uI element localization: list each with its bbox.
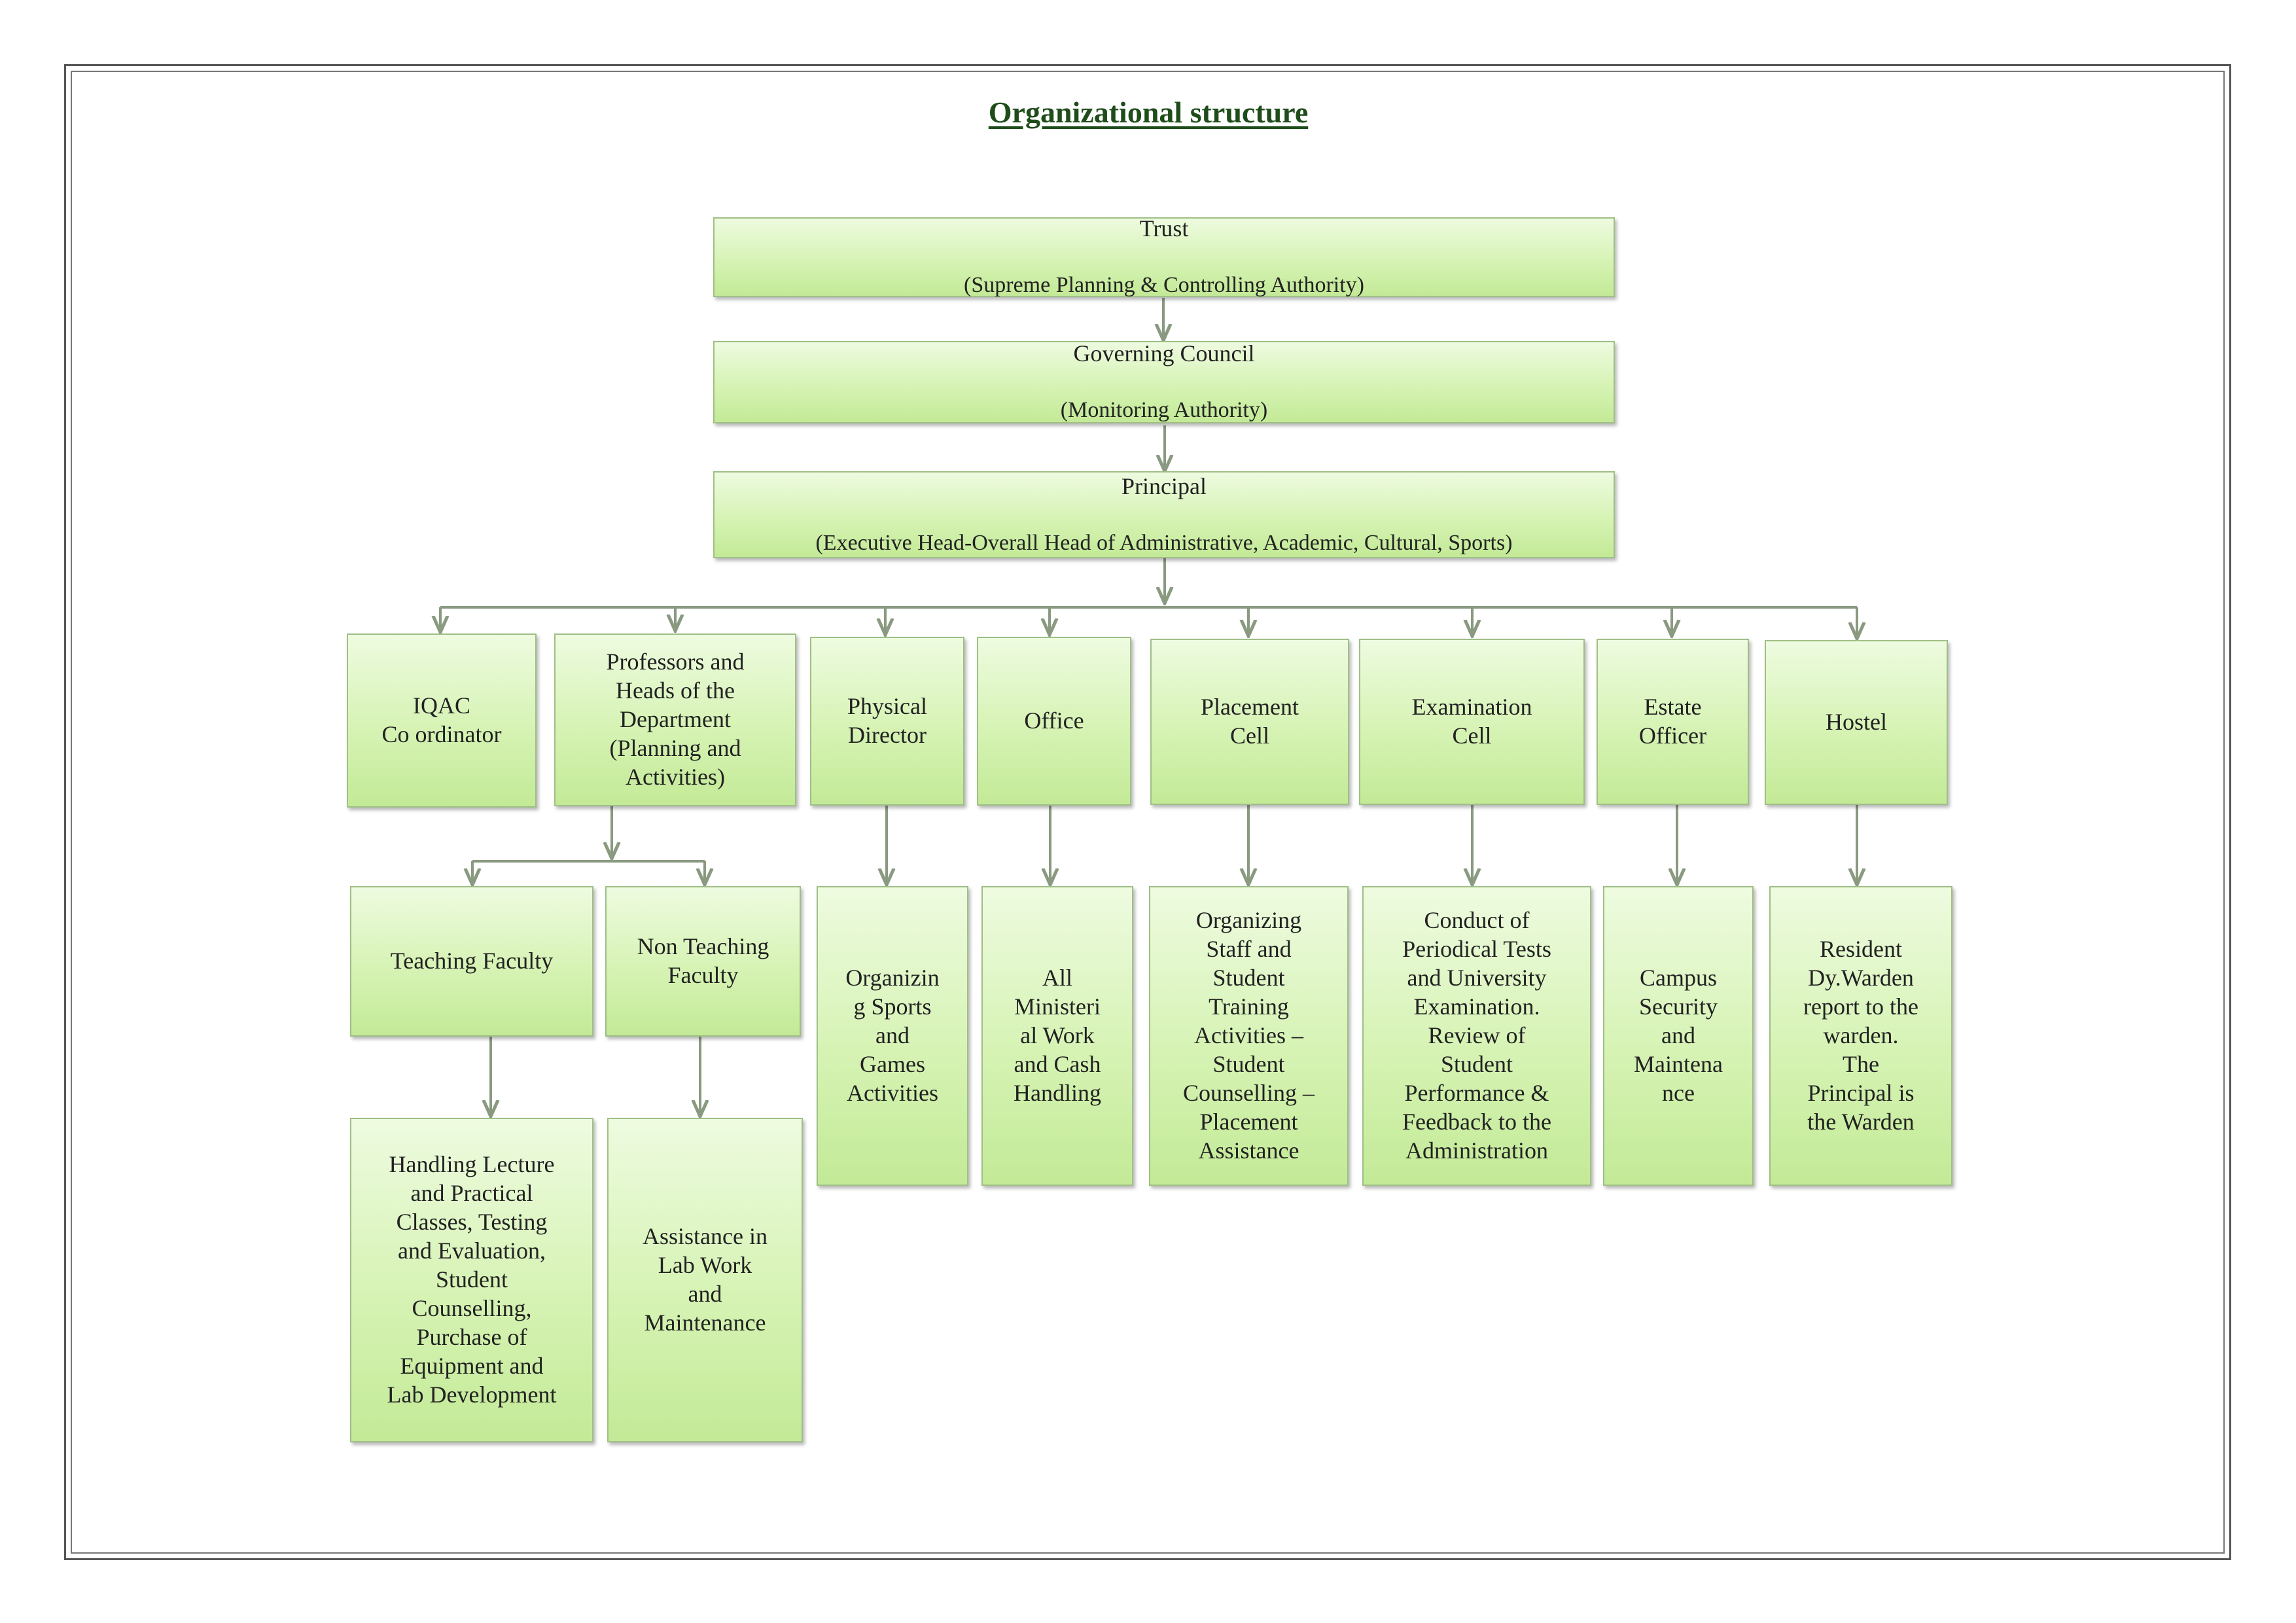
duty-physical: Organizin g Sports and Games Activities bbox=[817, 886, 968, 1186]
node-principal-role: (Executive Head-Overall Head of Administ… bbox=[815, 530, 1513, 555]
node-hostel-label: Hostel bbox=[1826, 709, 1887, 736]
node-hostel: Hostel bbox=[1765, 640, 1948, 805]
node-iqac: IQAC Co ordinator bbox=[347, 633, 537, 808]
duty-hostel-text: Resident Dy.Warden report to the warden.… bbox=[1803, 936, 1918, 1135]
duty-estate: Campus Security and Maintena nce bbox=[1603, 886, 1754, 1186]
duty-teaching: Handling Lecture and Practical Classes, … bbox=[350, 1118, 593, 1442]
node-council-role: (Monitoring Authority) bbox=[1060, 398, 1268, 423]
node-principal-name: Principal bbox=[1122, 473, 1207, 499]
node-physical-label: Physical Director bbox=[847, 693, 927, 748]
node-examination-label: Examination Cell bbox=[1411, 694, 1532, 749]
duty-office: All Ministeri al Work and Cash Handling bbox=[981, 886, 1133, 1186]
duty-physical-text: Organizin g Sports and Games Activities bbox=[845, 965, 940, 1106]
page-title: Organizational structure bbox=[988, 96, 1309, 129]
node-council-name: Governing Council bbox=[1073, 340, 1255, 367]
node-professors: Professors and Heads of the Department (… bbox=[554, 633, 796, 806]
node-teaching-faculty: Teaching Faculty bbox=[350, 886, 593, 1037]
page-border-inner bbox=[71, 71, 2225, 1554]
node-office: Office bbox=[977, 637, 1131, 806]
node-professors-label: Professors and Heads of the Department (… bbox=[606, 649, 745, 790]
duty-hostel: Resident Dy.Warden report to the warden.… bbox=[1769, 886, 1952, 1186]
duty-examination-text: Conduct of Periodical Tests and Universi… bbox=[1402, 907, 1551, 1164]
node-physical-director: Physical Director bbox=[810, 637, 964, 806]
duty-examination: Conduct of Periodical Tests and Universi… bbox=[1362, 886, 1591, 1186]
node-estate-officer: Estate Officer bbox=[1597, 639, 1749, 805]
node-teaching-label: Teaching Faculty bbox=[390, 948, 554, 974]
node-trust-name: Trust bbox=[1139, 215, 1189, 242]
node-trust-role: (Supreme Planning & Controlling Authorit… bbox=[964, 273, 1364, 298]
node-principal: Principal (Executive Head-Overall Head o… bbox=[713, 471, 1615, 558]
node-examination-cell: Examination Cell bbox=[1359, 639, 1585, 805]
node-estate-label: Estate Officer bbox=[1638, 694, 1707, 749]
duty-placement-text: Organizing Staff and Student Training Ac… bbox=[1182, 907, 1315, 1164]
node-placement-cell: Placement Cell bbox=[1150, 639, 1349, 805]
node-trust: Trust (Supreme Planning & Controlling Au… bbox=[713, 215, 1615, 298]
node-placement-label: Placement Cell bbox=[1201, 694, 1299, 749]
duty-office-text: All Ministeri al Work and Cash Handling bbox=[1014, 965, 1101, 1106]
duty-teaching-text: Handling Lecture and Practical Classes, … bbox=[387, 1151, 557, 1408]
node-office-label: Office bbox=[1024, 707, 1084, 734]
node-iqac-label: IQAC Co ordinator bbox=[381, 692, 502, 747]
node-nonteaching-faculty: Non Teaching Faculty bbox=[605, 886, 801, 1037]
page-border-outer bbox=[64, 64, 2231, 1560]
node-nonteaching-label: Non Teaching Faculty bbox=[637, 933, 769, 988]
duty-nonteaching: Assistance in Lab Work and Maintenance bbox=[607, 1118, 803, 1442]
node-governing-council: Governing Council (Monitoring Authority) bbox=[713, 340, 1615, 423]
duty-placement: Organizing Staff and Student Training Ac… bbox=[1149, 886, 1349, 1186]
duty-estate-text: Campus Security and Maintena nce bbox=[1634, 965, 1723, 1106]
duty-nonteaching-text: Assistance in Lab Work and Maintenance bbox=[643, 1223, 768, 1336]
